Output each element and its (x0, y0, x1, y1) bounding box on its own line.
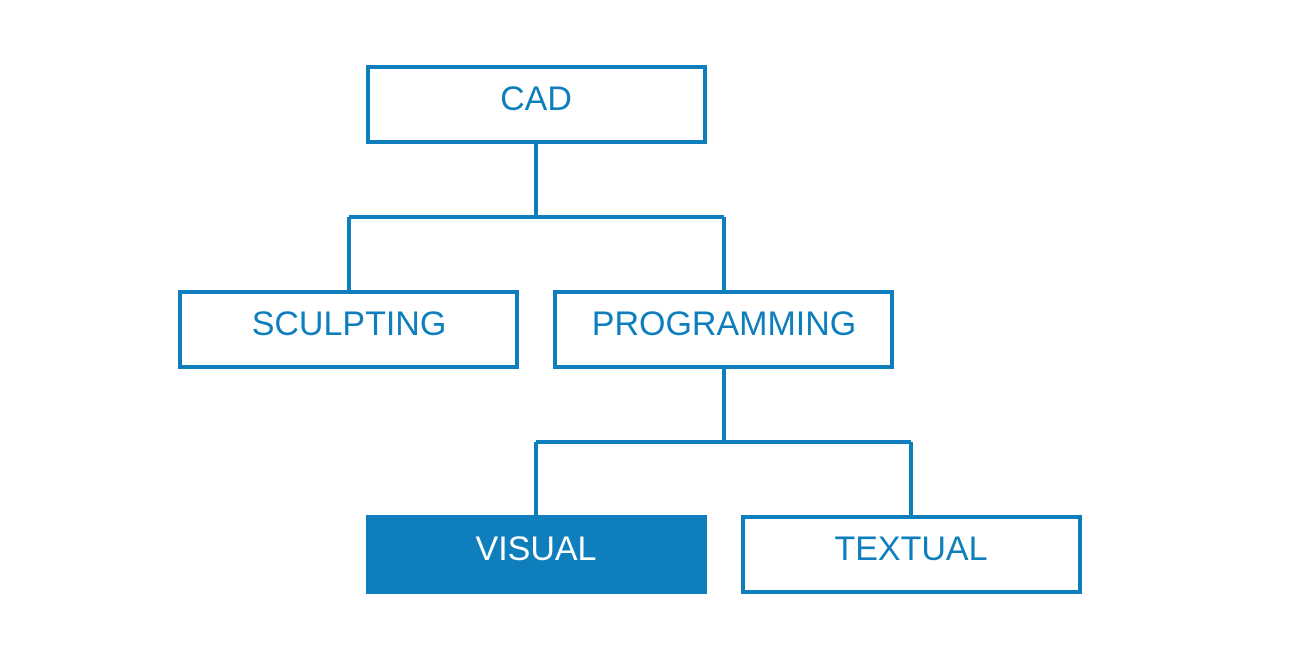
connector-programming-children (534, 367, 913, 517)
node-textual-label: TEXTUAL (834, 530, 987, 568)
node-cad: CAD (366, 65, 707, 144)
node-visual: VISUAL (366, 515, 707, 594)
node-cad-box (366, 65, 707, 144)
node-programming: PROGRAMMING (553, 290, 894, 369)
node-cad-label: CAD (500, 80, 572, 118)
node-visual-label: VISUAL (476, 530, 597, 568)
node-programming-box (553, 290, 894, 369)
node-textual-box (741, 515, 1082, 594)
node-sculpting: SCULPTING (178, 290, 519, 369)
node-programming-label: PROGRAMMING (592, 305, 856, 343)
node-textual: TEXTUAL (741, 515, 1082, 594)
node-sculpting-label: SCULPTING (252, 305, 447, 343)
node-visual-box (366, 515, 707, 594)
connector-cad-children (347, 142, 726, 292)
node-sculpting-box (178, 290, 519, 369)
